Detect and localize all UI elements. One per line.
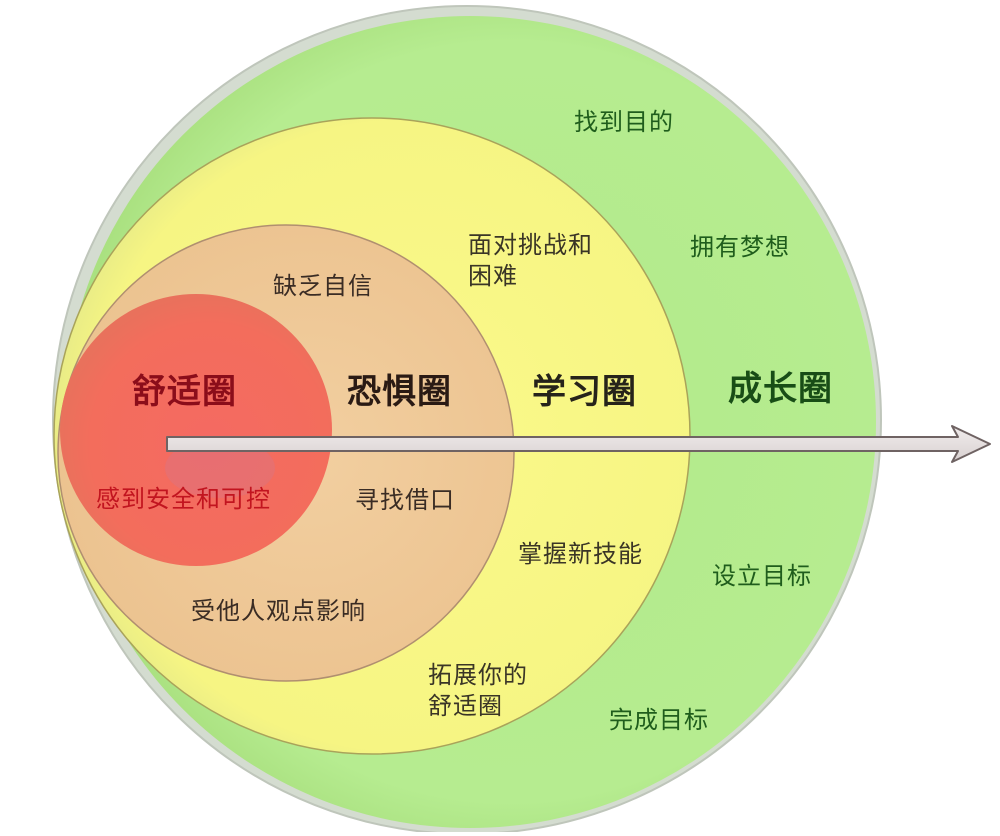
comfort-trait-safe-controlled: 感到安全和可控 — [96, 485, 271, 513]
fear-trait-make-excuses: 寻找借口 — [355, 486, 455, 514]
learning-trait-face-challenges-line1: 面对挑战和 — [468, 231, 593, 259]
learning-trait-face-challenges-line2: 困难 — [468, 262, 518, 291]
fear-zone-title: 恐惧圈 — [347, 372, 452, 412]
progression-arrow — [166, 425, 991, 463]
growth-trait-set-goals: 设立目标 — [712, 562, 812, 590]
fear-trait-influenced-by-others: 受他人观点影响 — [191, 597, 366, 625]
fear-trait-lack-confidence: 缺乏自信 — [273, 272, 373, 300]
learning-zone-title: 学习圈 — [532, 372, 637, 412]
growth-trait-have-dreams: 拥有梦想 — [690, 233, 790, 261]
learning-trait-face-challenges: 面对挑战和 困难 — [468, 230, 593, 292]
learning-trait-expand-comfort-zone-line1: 拓展你的 — [428, 661, 528, 689]
growth-trait-find-purpose: 找到目的 — [574, 108, 674, 136]
growth-trait-complete-goals: 完成目标 — [609, 706, 709, 734]
learning-trait-expand-comfort-zone: 拓展你的 舒适圈 — [428, 660, 528, 722]
comfort-zone-title: 舒适圈 — [132, 372, 237, 412]
learning-trait-master-new-skills: 掌握新技能 — [518, 540, 643, 568]
comfort-zone-circle — [60, 294, 332, 566]
growth-zone-title: 成长圈 — [728, 369, 833, 409]
learning-trait-expand-comfort-zone-line2: 舒适圈 — [428, 692, 503, 721]
